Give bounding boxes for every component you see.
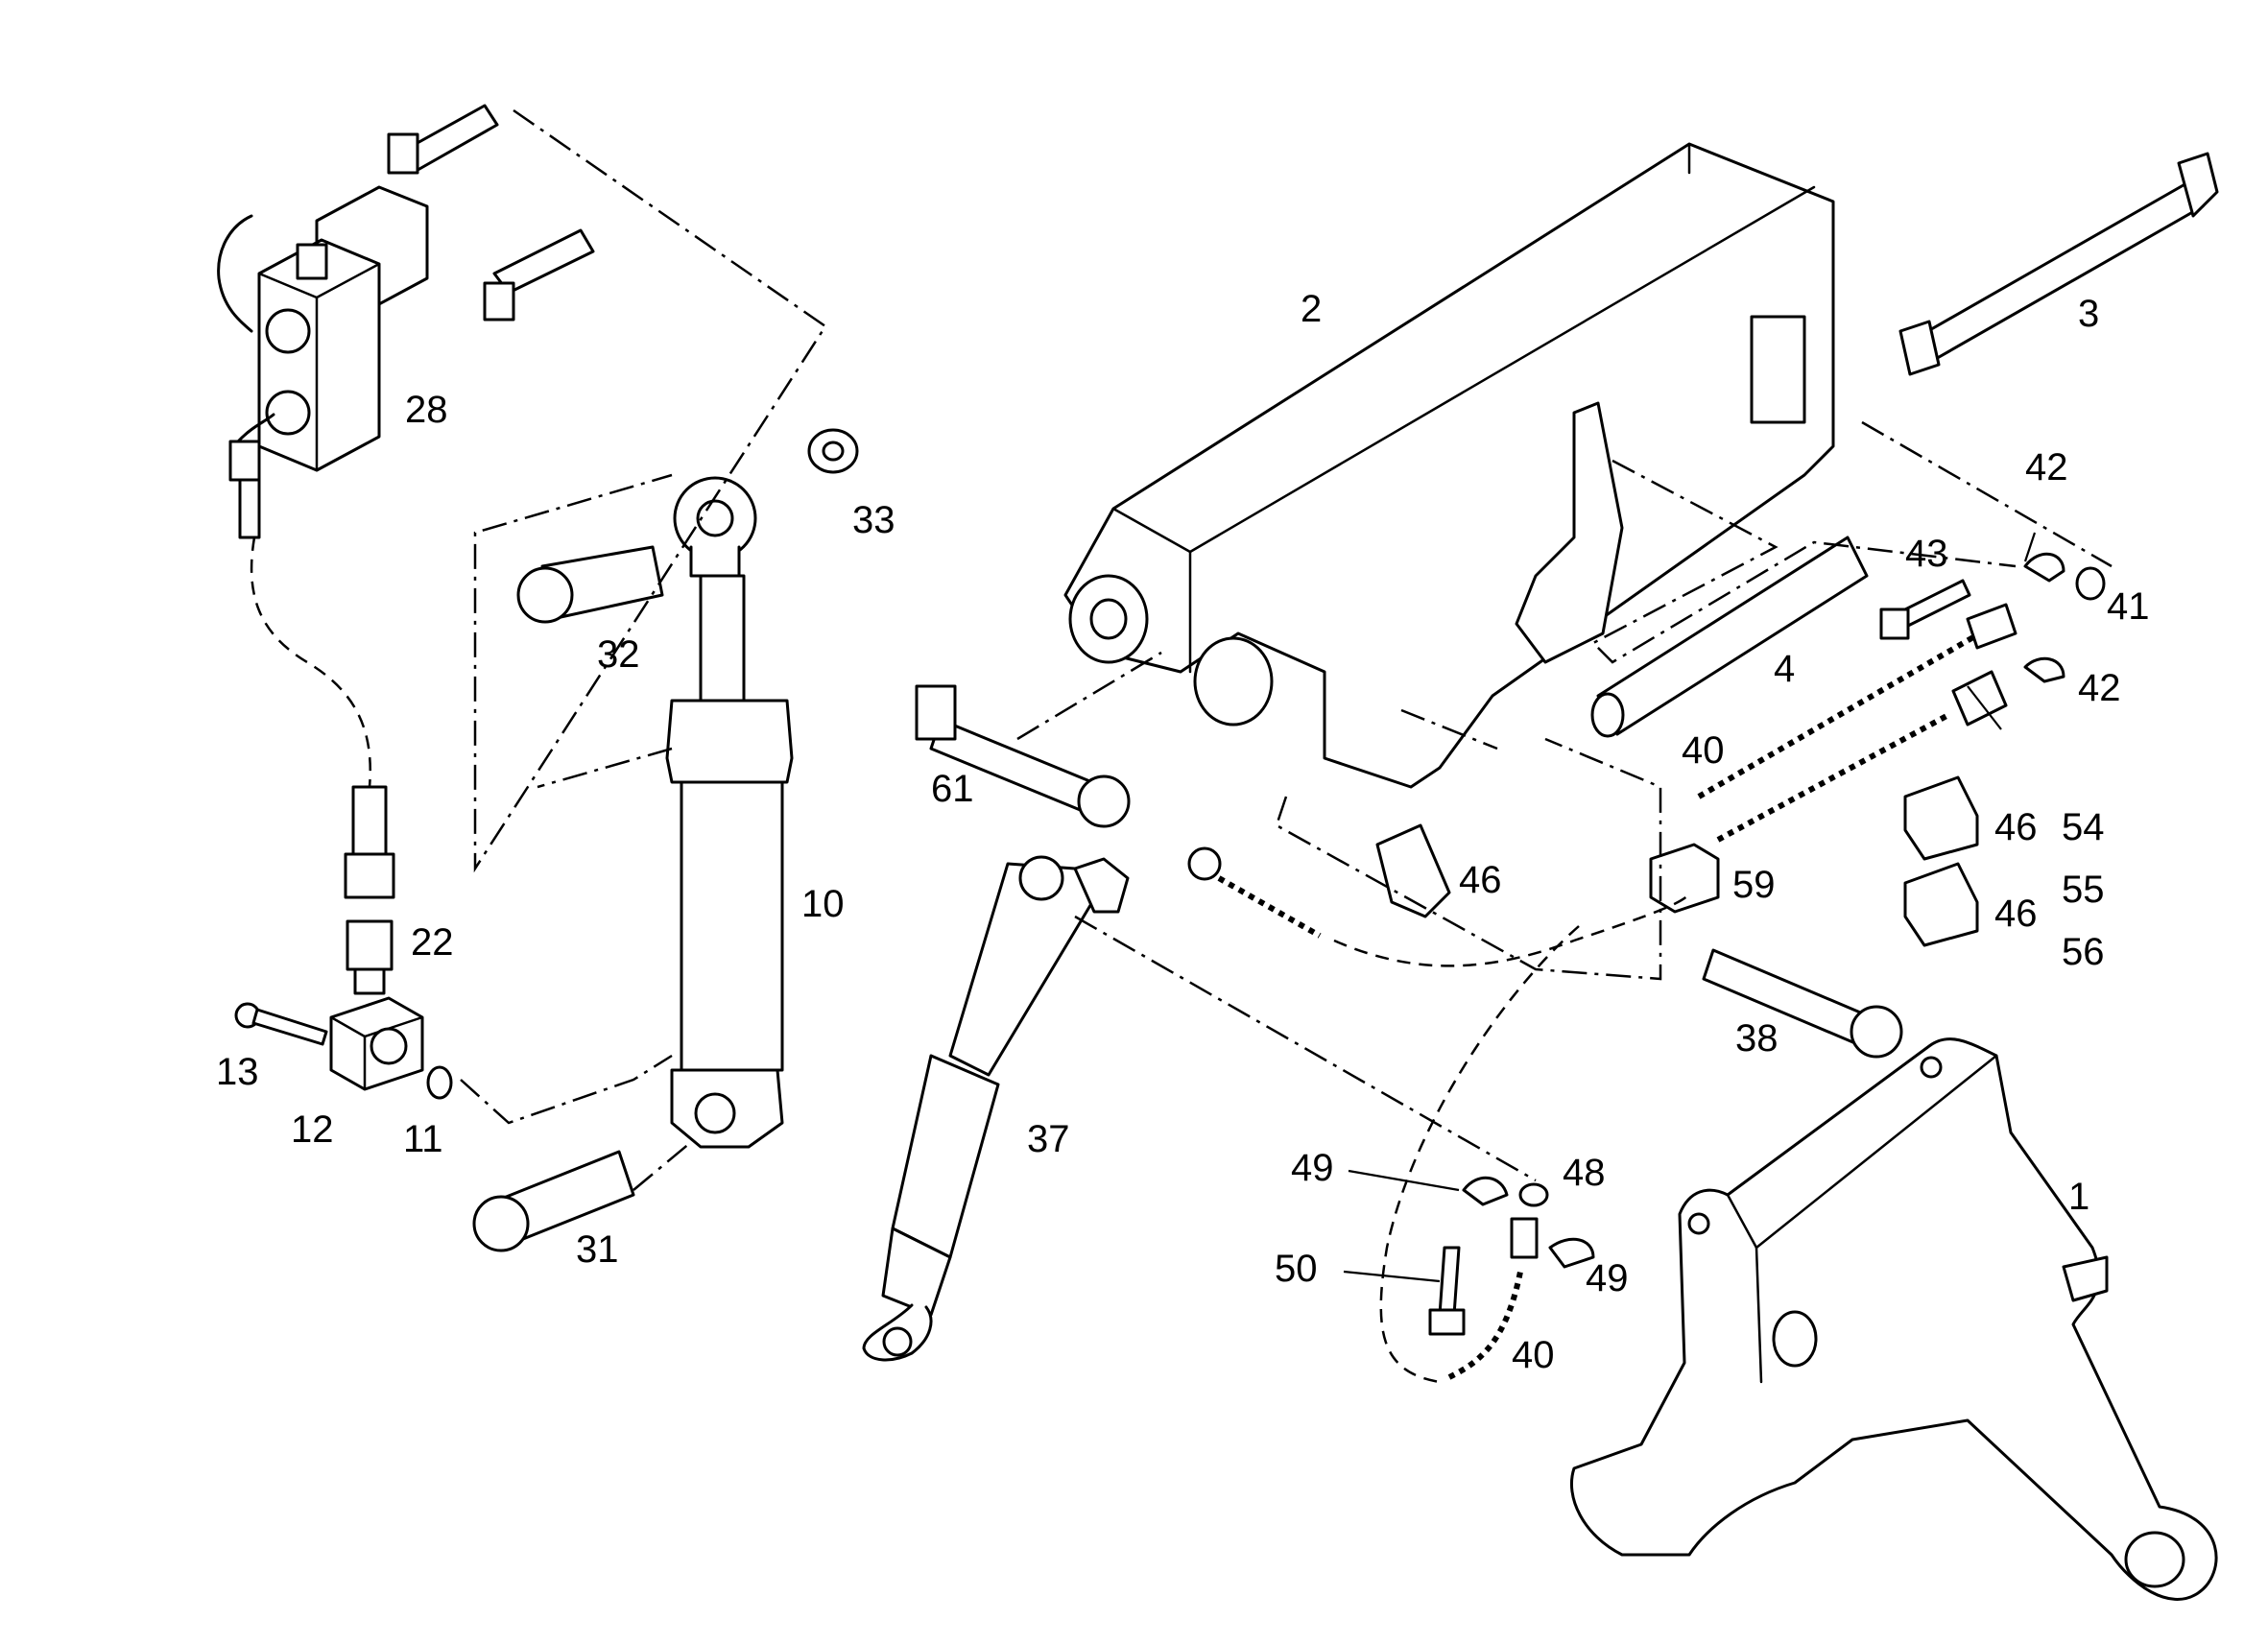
callout-label: 31: [576, 1228, 619, 1271]
callout-label: 33: [852, 499, 895, 541]
assembly-line: [1074, 915, 1537, 1182]
callout-label: 11: [403, 1118, 443, 1160]
boom-arm: [1063, 142, 1835, 789]
leader-line: [2023, 532, 2037, 562]
callout-label: 1: [2068, 1176, 2089, 1218]
rod-end: [1966, 603, 2017, 650]
ring: [1518, 1182, 1549, 1207]
callout-label: 56: [2062, 931, 2105, 973]
cable-line: [1333, 892, 1691, 967]
callout-label: 46: [1994, 806, 2038, 848]
callout-label: 10: [801, 883, 845, 925]
callout-label: 49: [1291, 1147, 1334, 1189]
callout-label: 46: [1459, 859, 1502, 901]
switch: [1375, 823, 1451, 918]
callout-label: 48: [1563, 1152, 1606, 1194]
pin: [516, 545, 664, 624]
leader-line: [1348, 1169, 1460, 1192]
callout-label: 50: [1275, 1248, 1318, 1290]
clip: [1548, 1237, 1595, 1269]
assembly-line: [537, 747, 673, 789]
assembly-line: [1400, 708, 1498, 751]
assembly-line: [1275, 737, 1662, 981]
hydraulic-hose-line: [250, 536, 371, 788]
clip: [1462, 1176, 1509, 1206]
leader-line: [1343, 1270, 1441, 1283]
bolt: [1879, 579, 1971, 640]
callout-label: 37: [1027, 1118, 1070, 1160]
clip: [2023, 656, 2065, 683]
callout-label: 22: [411, 921, 454, 964]
rod-end: [1951, 670, 2008, 727]
tilt-cylinder: [862, 855, 1130, 1362]
leader-line: [1967, 685, 2002, 730]
callout-label: 12: [291, 1108, 334, 1151]
callout-label: 43: [1905, 533, 1948, 575]
callout-label: 4: [1774, 648, 1795, 690]
threaded-rod: [1716, 712, 1950, 843]
callout-label: 42: [2025, 446, 2068, 488]
valve-block-assembly: [217, 104, 595, 539]
callout-label: 61: [931, 768, 974, 810]
callout-label: 40: [1512, 1334, 1555, 1376]
callout-label: 32: [597, 633, 640, 676]
callout-label: 2: [1301, 288, 1322, 330]
switch: [1903, 775, 1979, 861]
assembly-line: [633, 1141, 692, 1191]
callout-label: 46: [1994, 893, 2038, 935]
clip: [2023, 552, 2065, 583]
rod: [1898, 152, 2219, 376]
assembly-line: [460, 1054, 673, 1125]
callout-label: 49: [1586, 1257, 1629, 1299]
ring: [2075, 566, 2106, 601]
washer: [807, 428, 859, 474]
hose-fitting: [344, 785, 395, 995]
callout-label: 59: [1732, 864, 1776, 906]
callout-label: 41: [2107, 585, 2150, 628]
callout-label: 54: [2062, 806, 2105, 848]
switch: [1903, 862, 1979, 947]
callout-label: 13: [216, 1051, 259, 1093]
flange-block-assembly: [234, 996, 453, 1100]
tube: [1590, 536, 1869, 738]
callout-label: 38: [1735, 1017, 1779, 1060]
callout-label: 3: [2078, 293, 2099, 335]
frame: [1569, 1037, 2218, 1601]
assembly-line: [1016, 651, 1162, 741]
assembly-line: [473, 108, 827, 873]
bolt: [1428, 1246, 1466, 1336]
pin: [915, 684, 1131, 828]
hydraulic-cylinder: [665, 476, 794, 1149]
assembly-line: [1590, 459, 2017, 664]
callout-label: 42: [2078, 667, 2121, 709]
mounting-block: [1649, 843, 1720, 914]
callout-label: 55: [2062, 869, 2105, 911]
callout-label: 40: [1682, 729, 1725, 772]
bolt-head: [1187, 846, 1222, 881]
rod-end: [1510, 1217, 1539, 1259]
pin: [1702, 948, 1903, 1059]
assembly-line: [1861, 420, 2113, 568]
callout-label: 28: [405, 389, 448, 431]
cable-line: [1379, 925, 1580, 1384]
spring-bolt: [1217, 875, 1322, 939]
pin: [472, 1150, 635, 1252]
